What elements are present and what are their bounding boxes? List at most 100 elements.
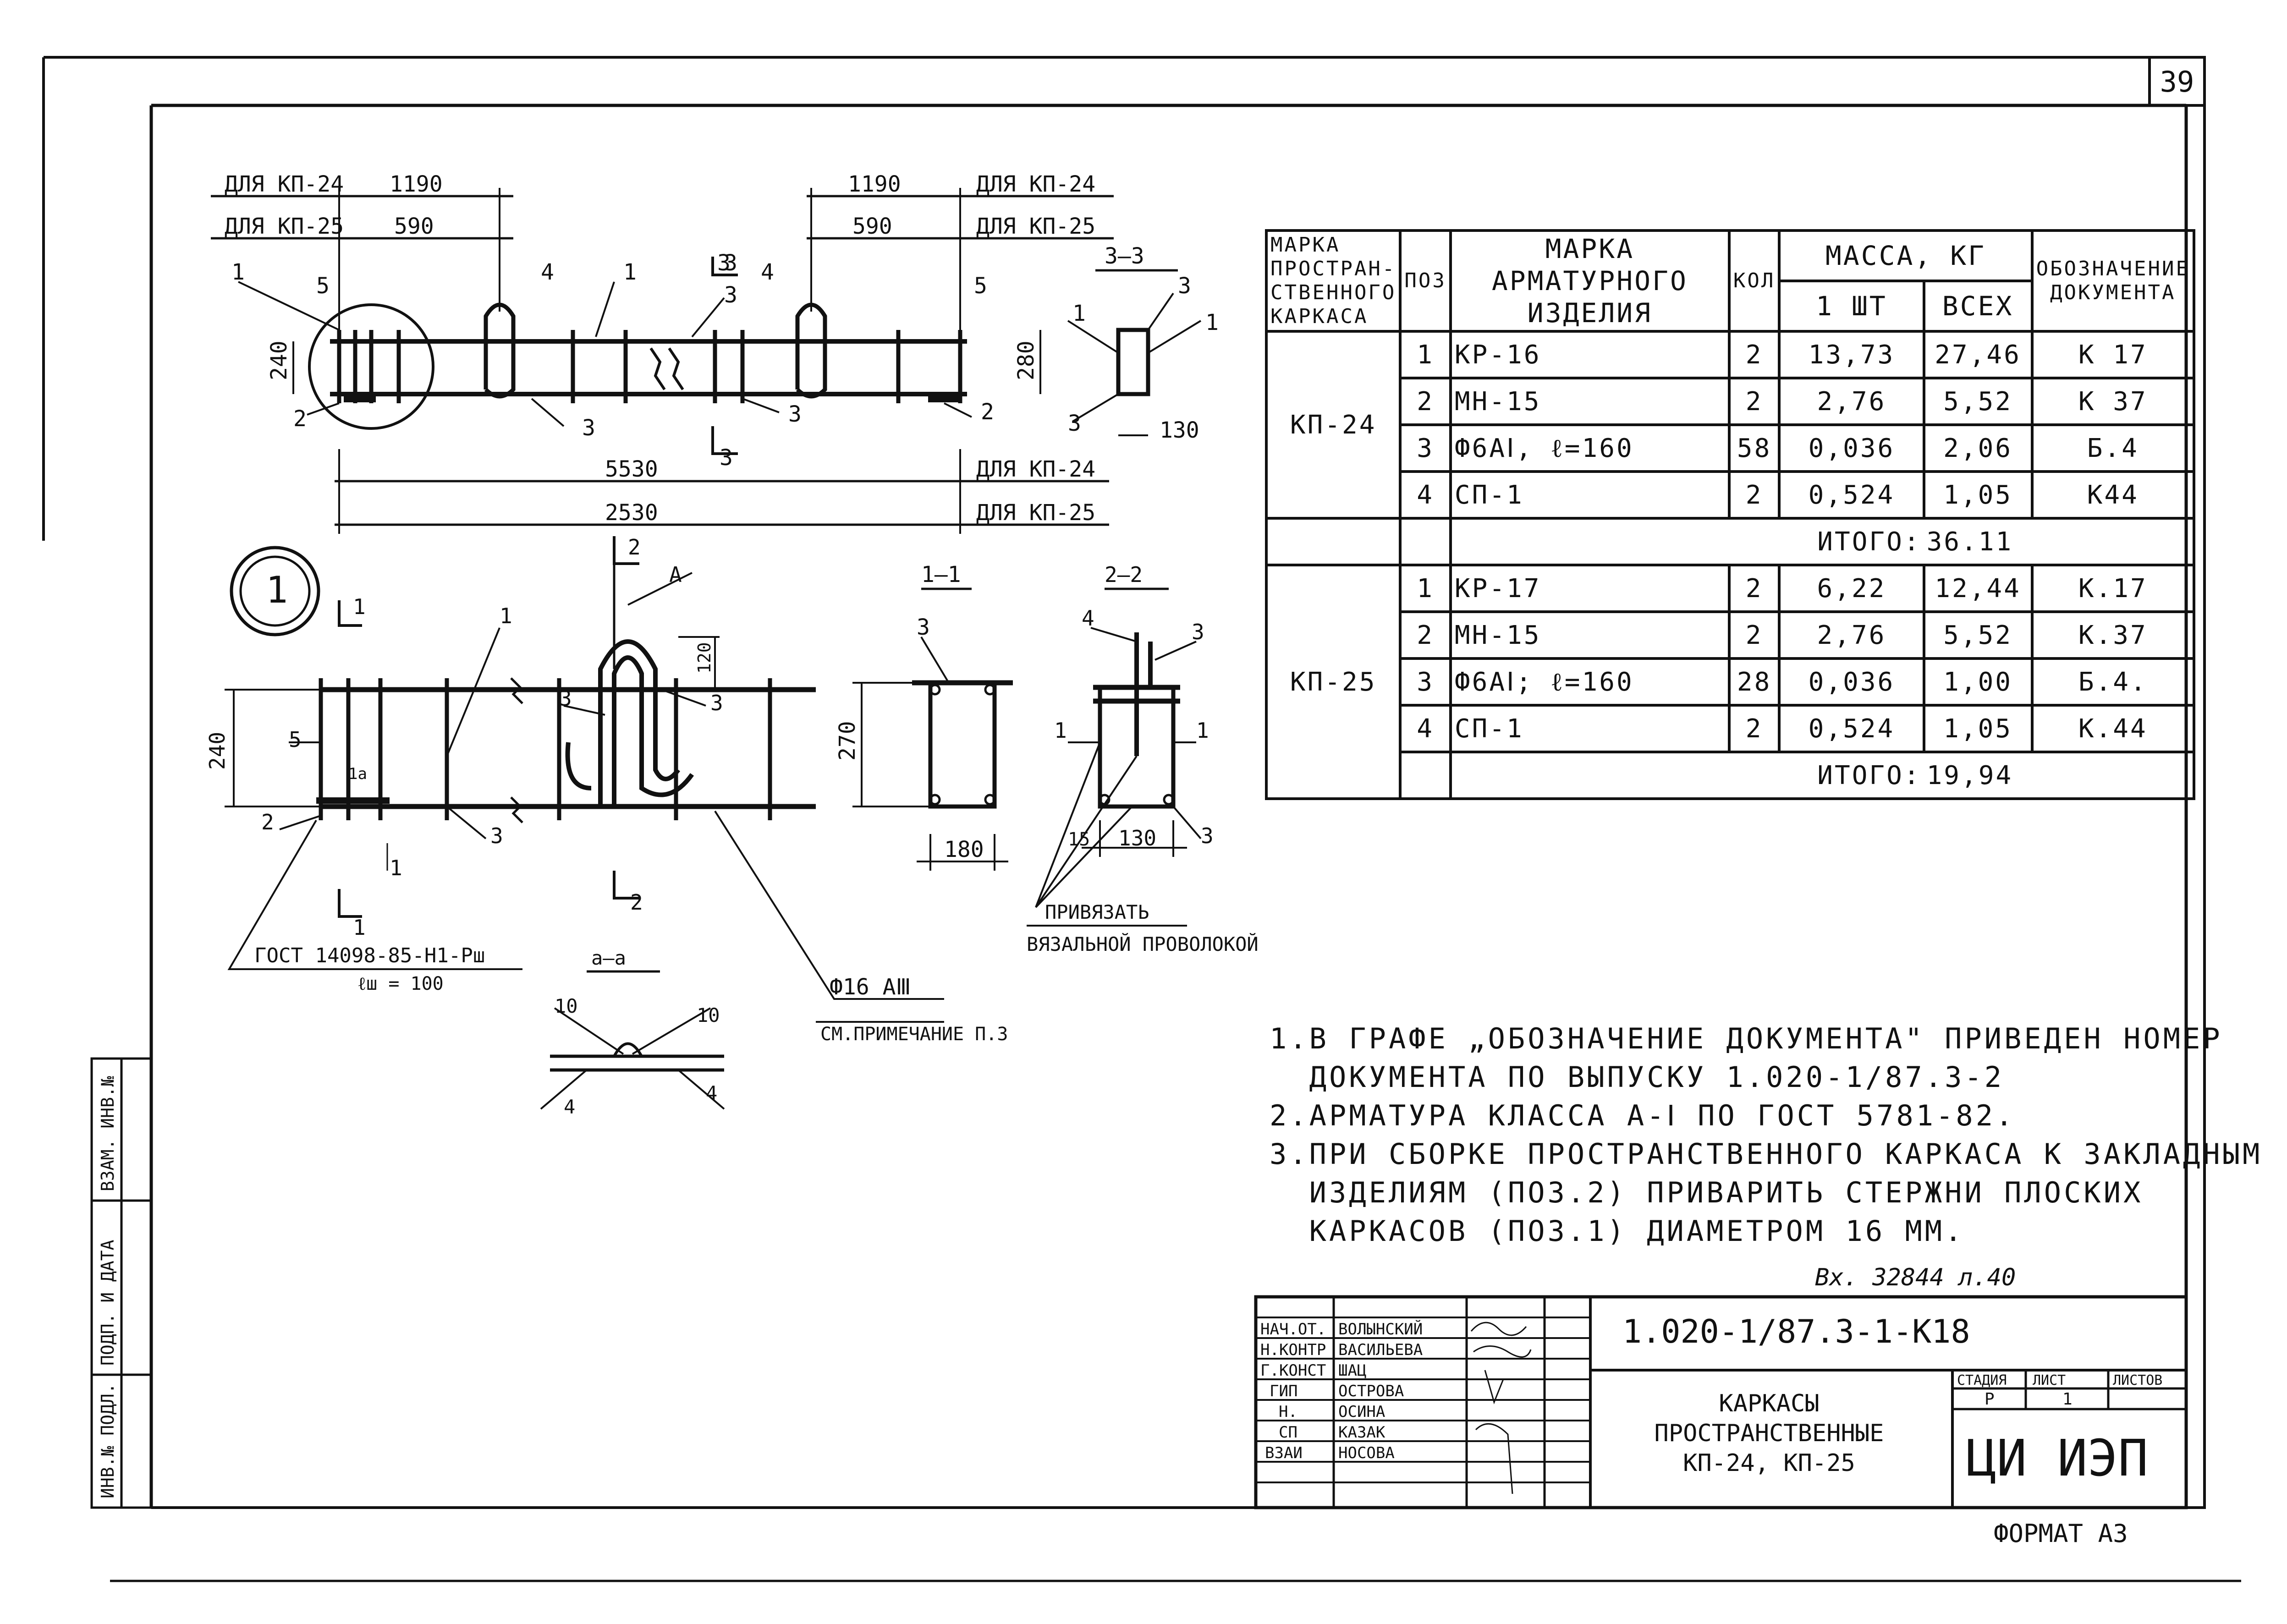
tb-name: ОСТРОВА — [1338, 1382, 1404, 1400]
tb-role: ВЗАИ — [1265, 1444, 1303, 1462]
dim-value: 4 — [706, 1082, 717, 1104]
dim-label: ДЛЯ КП-25 — [976, 500, 1095, 526]
cell-all: 1,05 — [1922, 704, 2034, 753]
tie-note: ПРИВЯЗАТЬ — [1045, 901, 1149, 923]
cut-label: 2 — [628, 535, 641, 560]
table-row: 3 Ф6АⅠ; ℓ=160 28 0,036 1,00 Б.4. — [1266, 657, 2196, 707]
total-label: ИТОГО: — [1449, 751, 1924, 800]
cell-one: 6,22 — [1778, 564, 1925, 613]
position-label: 2 — [293, 406, 307, 432]
position-label: 1 — [231, 259, 245, 285]
stamp-sign-date: ПОДП. И ДАТА — [98, 1240, 118, 1366]
cell-doc: К.37 — [2030, 610, 2196, 660]
position-label: 5 — [316, 273, 330, 299]
dim-value: 180 — [944, 837, 984, 862]
position-label: 3 — [1192, 620, 1204, 644]
cell-all: 1,05 — [1922, 470, 2034, 520]
group-mark: КП-25 — [1264, 564, 1402, 800]
tb-role: Н. — [1279, 1403, 1297, 1421]
dim-value: 590 — [852, 214, 892, 239]
cell-all: 27,46 — [1922, 330, 2034, 379]
dim-label: ДЛЯ КП-24 — [976, 171, 1095, 197]
cut-label: 1 — [353, 915, 366, 940]
position-label: 3 — [917, 614, 930, 640]
cell-one: 2,76 — [1778, 610, 1925, 660]
position-label: 3 — [788, 401, 802, 427]
position-label: 2 — [261, 810, 274, 834]
table-row: КП-24 1 КР-16 2 13,73 27,46 К 17 — [1264, 330, 2196, 520]
tb-role: СП — [1279, 1423, 1297, 1442]
cell-one: 0,524 — [1778, 704, 1925, 753]
position-label: 5 — [974, 273, 987, 299]
section-1-1 — [852, 587, 1013, 871]
cell-all: 5,52 — [1922, 610, 2034, 660]
dim-value: 130 — [1118, 826, 1156, 850]
tb-role: Н.КОНТР — [1260, 1341, 1326, 1359]
cell-all: 2,06 — [1922, 423, 2034, 473]
note-line: 3.ПРИ СБОРКЕ ПРОСТРАНСТВЕННОГО КАРКАСА К… — [1270, 1137, 2263, 1171]
tb-name: КАЗАК — [1338, 1423, 1385, 1442]
cell-one: 13,73 — [1778, 330, 1925, 379]
header-pos: ПОЗ — [1399, 229, 1452, 333]
tb-role: ГИП — [1270, 1382, 1297, 1400]
stamp-inv-original: ИНВ.№ ПОДЛ. — [98, 1383, 118, 1498]
inventory-note: Вх. 32844 л.40 — [1815, 1264, 2016, 1291]
dim-label: ДЛЯ КП-25 — [976, 214, 1095, 239]
drawing-code: 1.020-1/87.3-1-К18 — [1622, 1313, 1970, 1350]
cell-pos: 4 — [1399, 470, 1452, 520]
dim-value: 10 — [697, 1004, 720, 1026]
page-number: 39 — [2160, 65, 2194, 99]
section-title: 1–1 — [921, 562, 961, 587]
tb-name: ШАЦ — [1338, 1361, 1366, 1380]
section-2-2-labels: 2–2 15 130 4 3 1 1 3 ПРИВЯЗАТЬ ВЯЗАЛЬНОЙ… — [1027, 562, 1259, 955]
cell-qty: 2 — [1727, 610, 1781, 660]
position-label: 3 — [724, 250, 737, 276]
cell-item: Ф6АⅠ; ℓ=160 — [1449, 657, 1731, 707]
table-row: 2 МН-15 2 2,76 5,52 К 37 — [1266, 377, 2196, 426]
dim-value: 4 — [564, 1096, 575, 1118]
section-1-1-labels: 1–1 270 180 3 — [835, 562, 984, 862]
cell-all: 5,52 — [1922, 377, 2034, 426]
position-label: 3 — [490, 823, 503, 848]
section-title: 3–3 — [1105, 243, 1144, 269]
table-row: 4 СП-1 2 0,524 1,05 К.44 — [1266, 704, 2196, 753]
section-title: а–а — [591, 947, 626, 969]
note-line: КАРКАСОВ (ПОЗ.1) ДИАМЕТРОМ 16 ММ. — [1270, 1214, 1965, 1248]
cut-label: A — [669, 562, 682, 587]
cell-item: КР-16 — [1449, 330, 1731, 379]
header-qty: КОЛ — [1727, 229, 1781, 333]
cell-item: СП-1 — [1449, 704, 1731, 753]
dim-value: 280 — [1013, 340, 1039, 380]
drawing-title-3: КП-24, КП-25 — [1683, 1449, 1855, 1477]
detail-mark: 1 — [266, 569, 288, 611]
cell-doc: Б.4. — [2030, 657, 2196, 707]
position-label: 3 — [720, 445, 733, 471]
note-line: ДОКУМЕНТА ПО ВЫПУСКУ 1.020-1/87.3-2 — [1270, 1060, 2005, 1094]
dim-value: 15 — [1068, 829, 1090, 850]
position-label: 3 — [1068, 411, 1081, 436]
cell-item: СП-1 — [1449, 470, 1731, 520]
cell-qty: 2 — [1727, 704, 1781, 753]
dim-value: 10 — [555, 995, 578, 1017]
cell-doc: К 17 — [2030, 330, 2196, 379]
position-label: 5 — [289, 727, 302, 752]
dim-label: ДЛЯ КП-25 — [225, 214, 344, 239]
cell-one: 0,036 — [1778, 423, 1925, 473]
cell-qty: 2 — [1727, 330, 1781, 379]
side-stamp: ИНВ.№ ПОДЛ. ПОДП. И ДАТА ВЗАМ. ИНВ.№ — [90, 1057, 153, 1509]
position-label: 4 — [1082, 606, 1094, 631]
cell-qty: 2 — [1727, 377, 1781, 426]
position-label: 3 — [1201, 823, 1214, 848]
total-label: ИТОГО: — [1449, 517, 1924, 566]
table-row: 3 Ф6АⅠ, ℓ=160 58 0,036 2,06 Б.4 — [1266, 423, 2196, 473]
cell-pos: 3 — [1399, 657, 1452, 707]
section-3-3-labels: 3–3 280 130 1 3 1 3 — [1013, 243, 1219, 443]
position-label: 3 — [724, 282, 737, 308]
table-row: 4 СП-1 2 0,524 1,05 К44 — [1266, 470, 2196, 520]
tb-sheet: 1 — [2062, 1390, 2073, 1409]
tb-name: НОСОВА — [1338, 1444, 1395, 1462]
format-label: ФОРМАТ А3 — [1994, 1519, 2128, 1548]
header-item-mark: МАРКА АРМАТУРНОГО ИЗДЕЛИЯ — [1449, 229, 1731, 333]
